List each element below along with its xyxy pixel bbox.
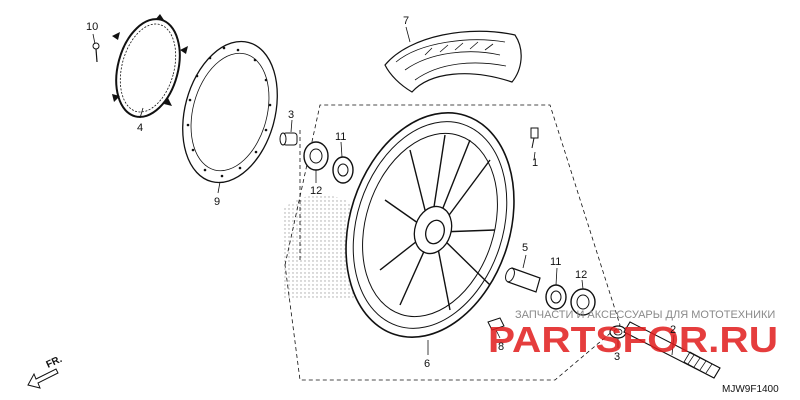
wheel [345, 112, 515, 338]
distance-collar [505, 267, 541, 293]
part-label-7: 7 [403, 15, 409, 27]
watermark-tagline: ЗАПЧАСТИ И АКСЕССУАРЫ ДЛЯ МОТОТЕХНИКИ [515, 309, 775, 321]
direction-label: FR. [45, 354, 64, 371]
part-label-3-lower: 3 [614, 351, 620, 363]
part-label-1: 1 [532, 157, 538, 169]
dust-seal-11-left [332, 156, 354, 184]
watermark-logo: PARTSFOR.RU [488, 319, 778, 360]
leader-lines [92, 26, 675, 356]
balance-weight [487, 317, 505, 331]
part-label-9: 9 [214, 196, 220, 208]
shaded-area [283, 195, 360, 300]
part-label-4: 4 [137, 122, 143, 134]
assembly-outline [284, 104, 621, 381]
part-label-12-left: 12 [310, 185, 322, 197]
tire [384, 30, 522, 93]
part-label-8: 8 [498, 341, 504, 353]
axle [623, 321, 721, 379]
diagram-code: MJW9F1400 [722, 384, 779, 395]
front-direction-arrow [27, 368, 59, 389]
bolt-10 [92, 42, 100, 63]
part-label-11-left: 11 [335, 131, 346, 143]
part-label-2: 2 [670, 324, 676, 336]
abs-sensor-ring [112, 14, 188, 118]
collar-3-left [279, 132, 298, 146]
part-label-3-upper: 3 [288, 109, 294, 121]
part-label-11-right: 11 [550, 256, 561, 268]
part-label-6: 6 [424, 358, 430, 370]
part-label-12-right: 12 [575, 269, 587, 281]
brake-disc [182, 40, 278, 184]
part-label-10: 10 [86, 21, 98, 33]
valve [530, 127, 539, 149]
part-label-5: 5 [522, 242, 528, 254]
bearing-12-left [303, 141, 329, 171]
dust-seal-11-right [545, 284, 567, 310]
